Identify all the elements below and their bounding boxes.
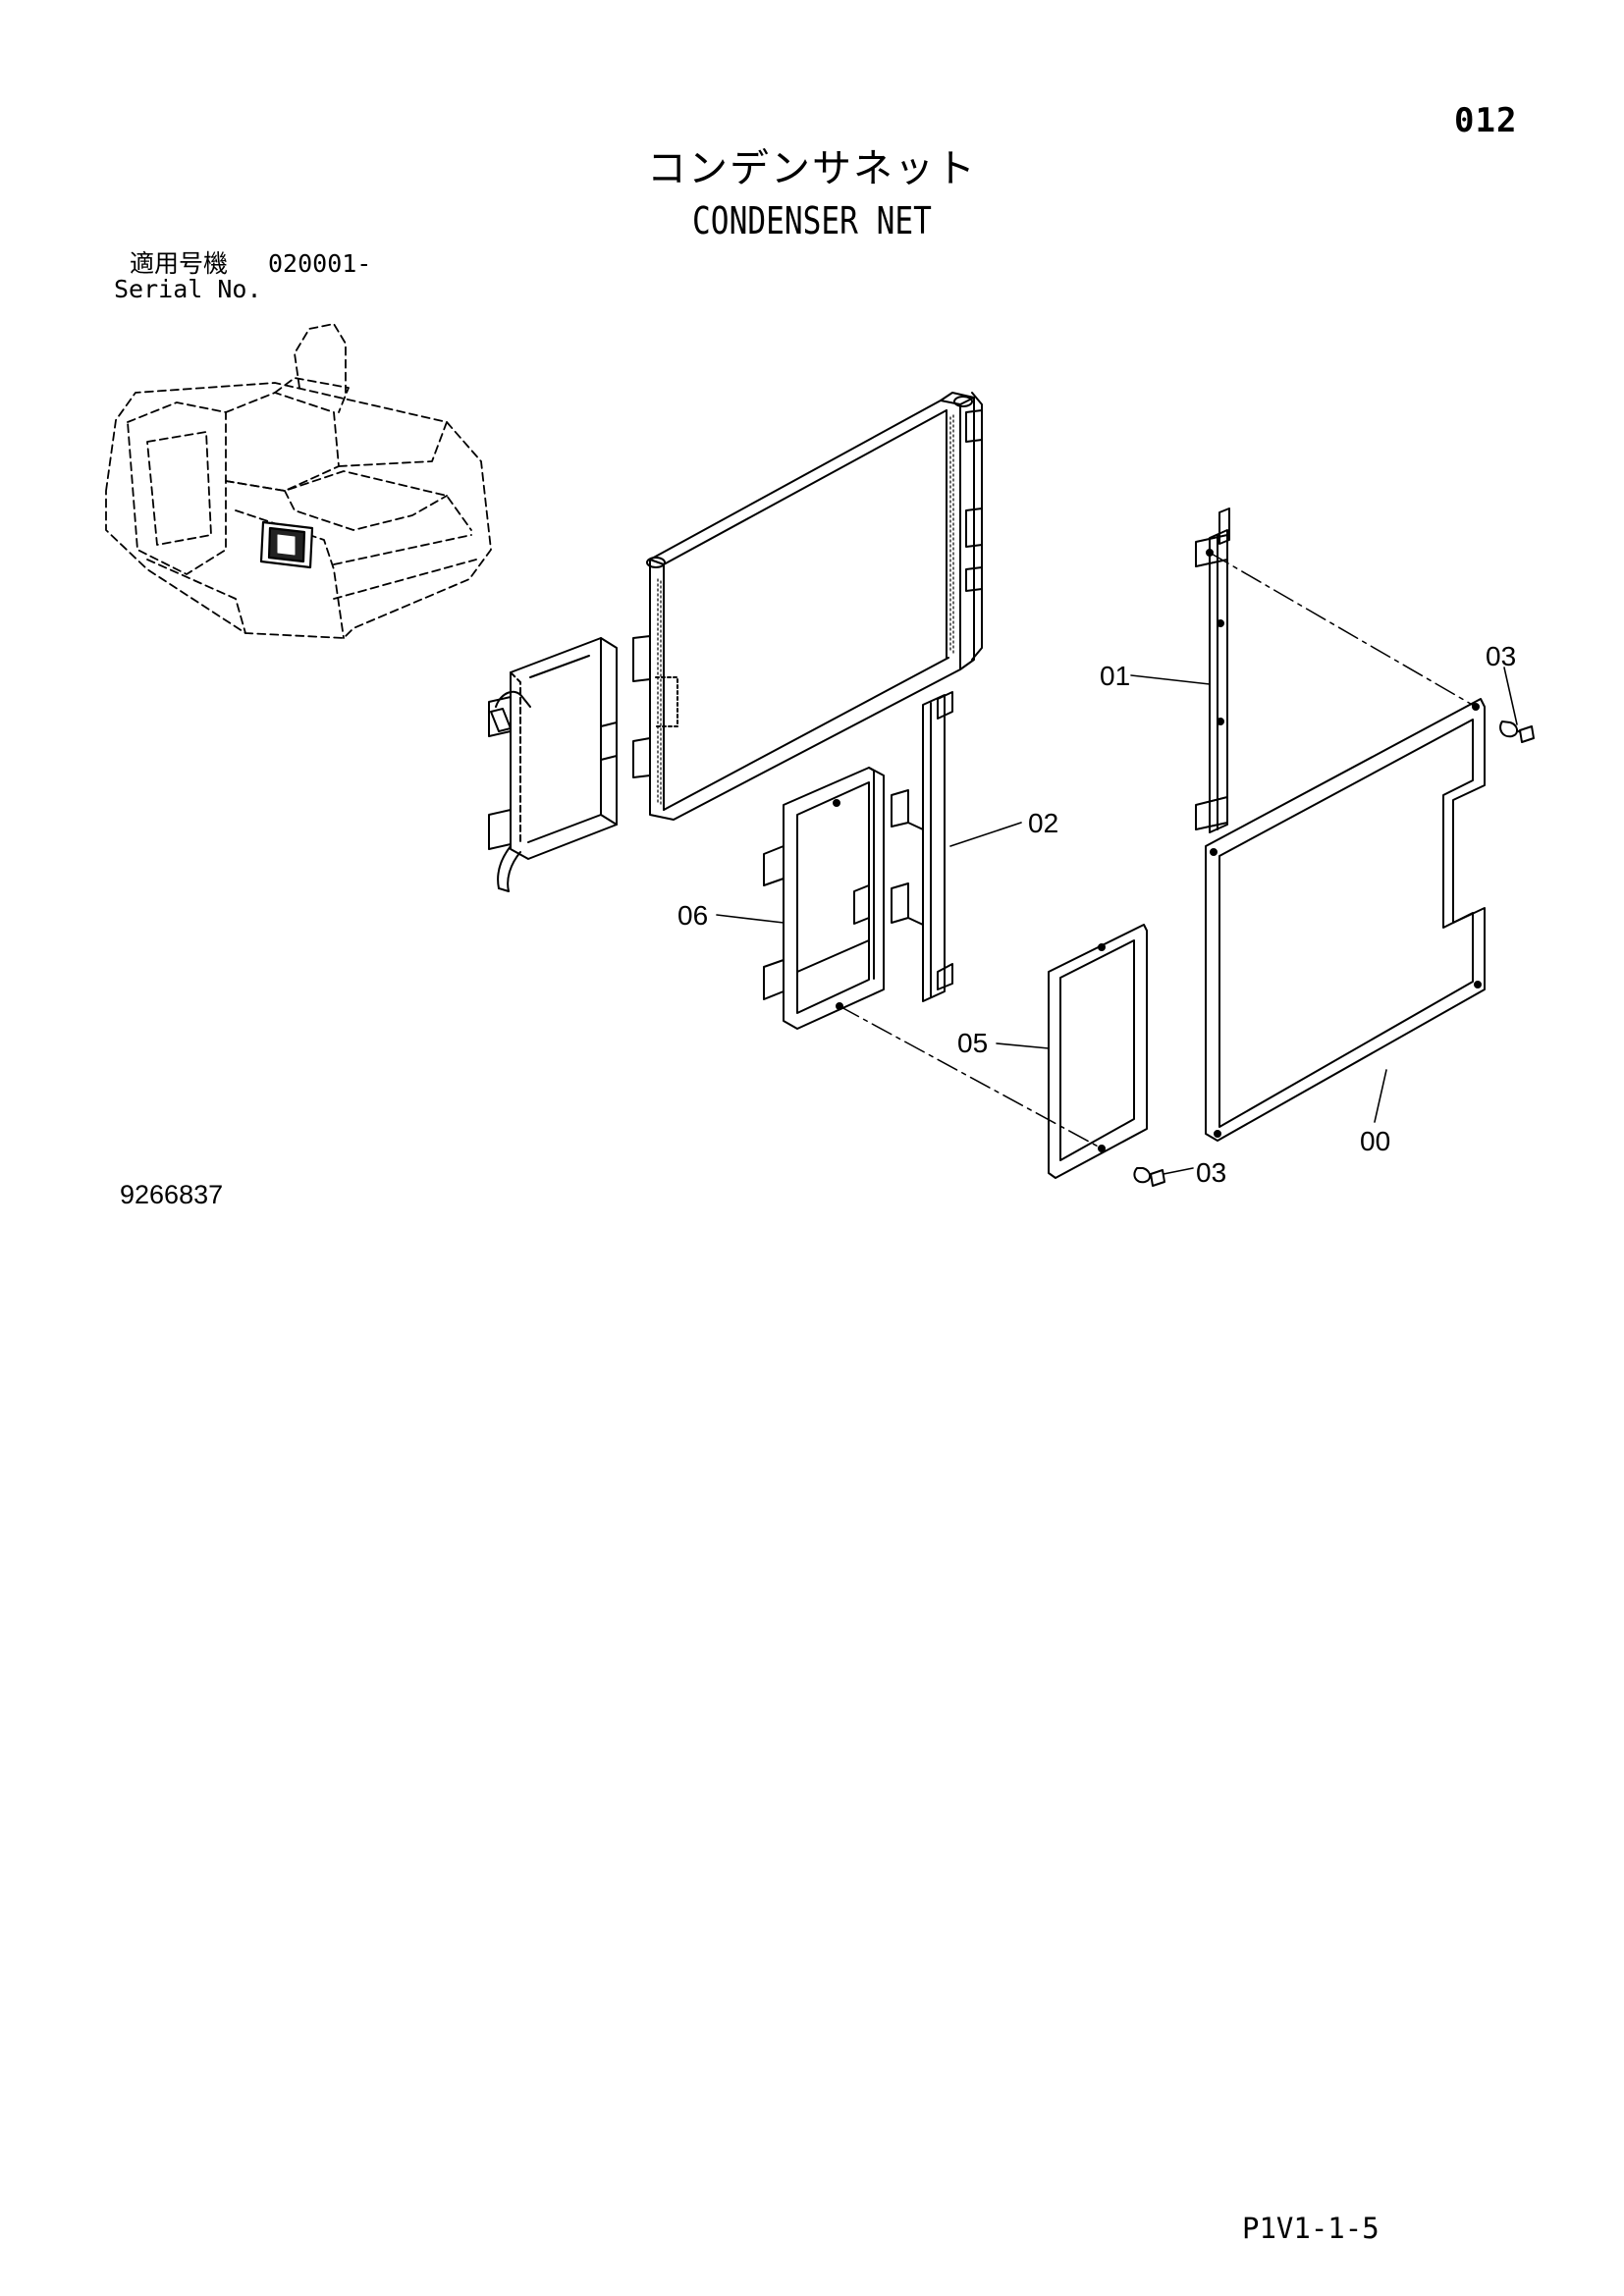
callout-01: 01 xyxy=(1100,661,1130,691)
serial-label-japanese: 適用号機 xyxy=(130,249,229,278)
part-00-net-frame xyxy=(1205,698,1486,1142)
callout-03-upper: 03 xyxy=(1486,641,1516,671)
machine-location-view xyxy=(105,323,492,639)
callout-05: 05 xyxy=(957,1028,988,1058)
page-number: 012 xyxy=(1454,101,1518,140)
condenser-core xyxy=(632,392,983,821)
serial-number-value: 020001- xyxy=(268,249,372,278)
part-05-net-panel xyxy=(1048,924,1148,1179)
callout-00: 00 xyxy=(1360,1126,1390,1156)
callout-03-lower: 03 xyxy=(1196,1157,1226,1188)
condenser-fins xyxy=(657,414,954,808)
receiver-drier-assembly xyxy=(488,637,618,892)
page-title-english: CONDENSER NET xyxy=(692,199,932,242)
part-06-bracket-frame xyxy=(763,767,885,1030)
part-01-vertical-bracket xyxy=(1195,507,1230,833)
callout-02: 02 xyxy=(1028,808,1058,838)
condenser-location-highlight xyxy=(259,520,314,569)
part-03-wing-bolt-lower xyxy=(1133,1167,1165,1187)
assembly-center-lines xyxy=(839,552,1477,1149)
part-02-vertical-bracket xyxy=(891,691,953,1002)
callout-leader-lines xyxy=(716,667,1518,1175)
part-03-wing-bolt-upper xyxy=(1499,721,1535,743)
callout-06: 06 xyxy=(677,900,708,931)
page-title-japanese: コンデンサネット xyxy=(647,146,977,191)
drawing-number: 9266837 xyxy=(120,1180,224,1209)
serial-label-english: Serial No. xyxy=(114,275,262,303)
footer-page-code: P1V1-1-5 xyxy=(1242,2212,1380,2245)
